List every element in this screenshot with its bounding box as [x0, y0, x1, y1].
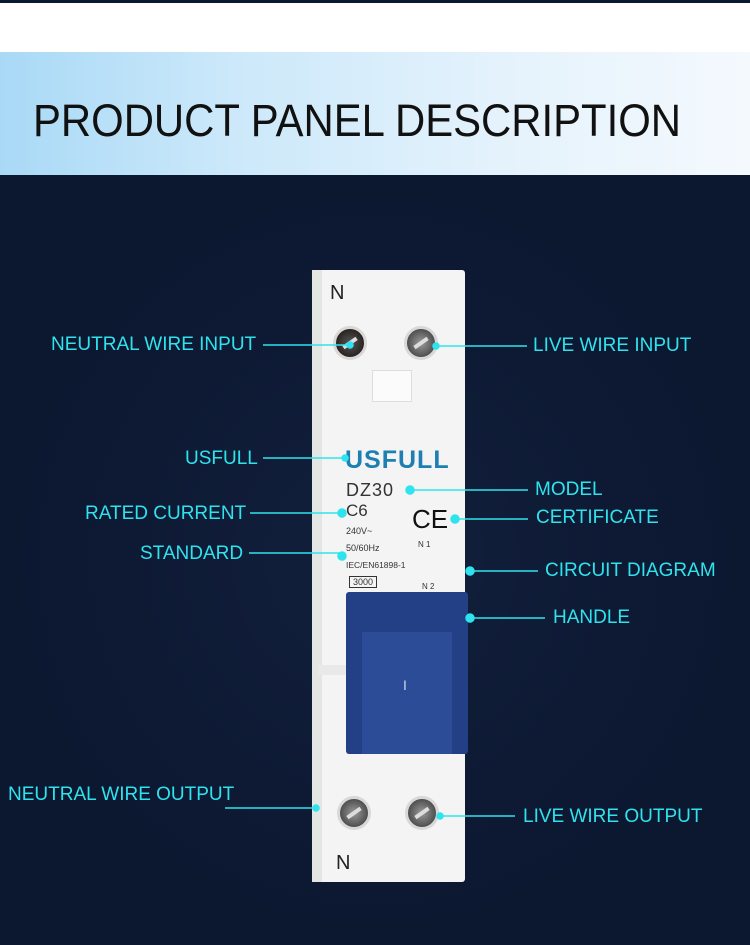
terminal-label-top: N: [330, 282, 345, 304]
label-live-wire-input: LIVE WIRE INPUT: [533, 335, 692, 356]
title-band: [0, 52, 750, 175]
neutral-input-screw-icon: [333, 326, 367, 360]
header-spacer: [0, 3, 750, 52]
handle-mark: I: [403, 677, 407, 693]
diagram-bottom-text: N 2: [422, 582, 435, 591]
label-neutral-wire-input: NEUTRAL WIRE INPUT: [51, 334, 257, 355]
label-handle: HANDLE: [553, 607, 631, 628]
handle-face: [362, 632, 452, 754]
live-output-screw-icon: [405, 796, 439, 830]
label-neutral-wire-output: NEUTRAL WIRE OUTPUT: [8, 784, 235, 805]
page-title: PRODUCT PANEL DESCRIPTION: [33, 95, 682, 146]
body-edge: [312, 270, 322, 882]
diagram-top-text: N 1: [418, 540, 431, 549]
top-border: [0, 0, 750, 3]
brand-logo: USFULL: [345, 446, 450, 474]
label-usfull: USFULL: [185, 448, 258, 469]
label-circuit-diagram: CIRCUIT DIAGRAM: [545, 560, 716, 581]
neutral-output-screw-icon: [337, 796, 371, 830]
capacity-box: 3000: [349, 576, 378, 588]
label-live-wire-output: LIVE WIRE OUTPUT: [523, 806, 703, 827]
rating-text: C6: [346, 501, 368, 520]
standard-text: IEC/EN61898-1: [346, 560, 406, 570]
terminal-tab: [372, 370, 412, 402]
ce-mark: CE: [412, 504, 449, 534]
model-text: DZ30: [346, 480, 395, 500]
label-rated-current: RATED CURRENT: [85, 503, 247, 524]
terminal-label-bottom: N: [336, 852, 351, 874]
breaker-handle[interactable]: I: [346, 592, 468, 754]
frequency-text: 50/60Hz: [346, 543, 380, 553]
label-certificate: CERTIFICATE: [536, 507, 659, 528]
voltage-text: 240V~: [346, 526, 373, 536]
label-model: MODEL: [535, 479, 603, 500]
label-standard: STANDARD: [140, 543, 244, 564]
